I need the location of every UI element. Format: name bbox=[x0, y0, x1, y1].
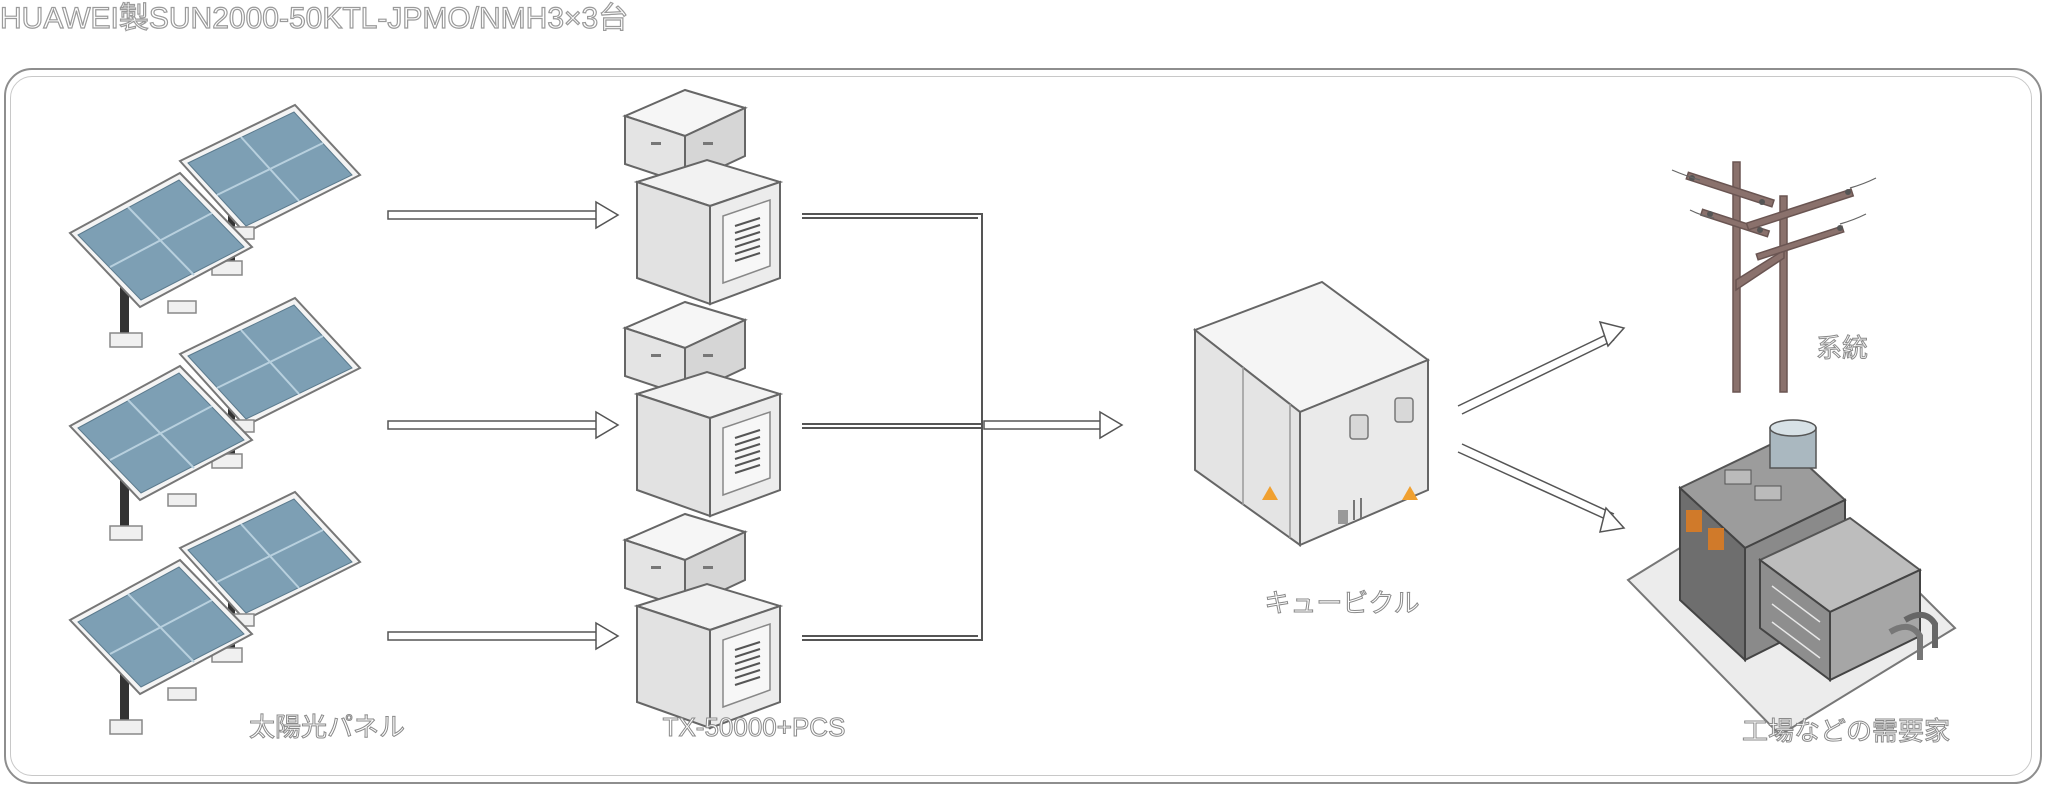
label-cubicle: キュービクル bbox=[1264, 588, 1420, 619]
pcs-cabinet-1 bbox=[624, 89, 781, 305]
arrow-panel-to-pcs-2 bbox=[387, 410, 620, 440]
arrow-to-cubicle bbox=[983, 410, 1124, 440]
arrow-cubicle-to-consumer bbox=[1457, 443, 1626, 533]
diagram-frame-inner bbox=[10, 76, 2032, 776]
pcs-cabinet-3 bbox=[624, 513, 781, 729]
factory bbox=[1626, 419, 1957, 737]
arrow-panel-to-pcs-1 bbox=[387, 200, 620, 230]
diagram-frame bbox=[4, 68, 2042, 784]
arrow-cubicle-to-grid bbox=[1457, 320, 1626, 415]
utility-pole bbox=[1671, 161, 1877, 393]
page-title: HUAWEI製SUN2000-50KTL-JPMO/NMH3×3台 bbox=[0, 1, 629, 35]
label-pcs: TX-50000+PCS bbox=[662, 712, 846, 743]
cubicle bbox=[1192, 280, 1431, 547]
label-grid: 系統 bbox=[1815, 333, 1869, 364]
pcs-cabinet-2 bbox=[624, 301, 781, 517]
label-solar-panel: 太陽光パネル bbox=[248, 712, 406, 743]
label-consumer: 工場などの需要家 bbox=[1741, 716, 1951, 747]
solar-panel-array-1 bbox=[69, 104, 361, 348]
arrow-panel-to-pcs-3 bbox=[387, 621, 620, 651]
combiner-lines bbox=[802, 213, 983, 641]
